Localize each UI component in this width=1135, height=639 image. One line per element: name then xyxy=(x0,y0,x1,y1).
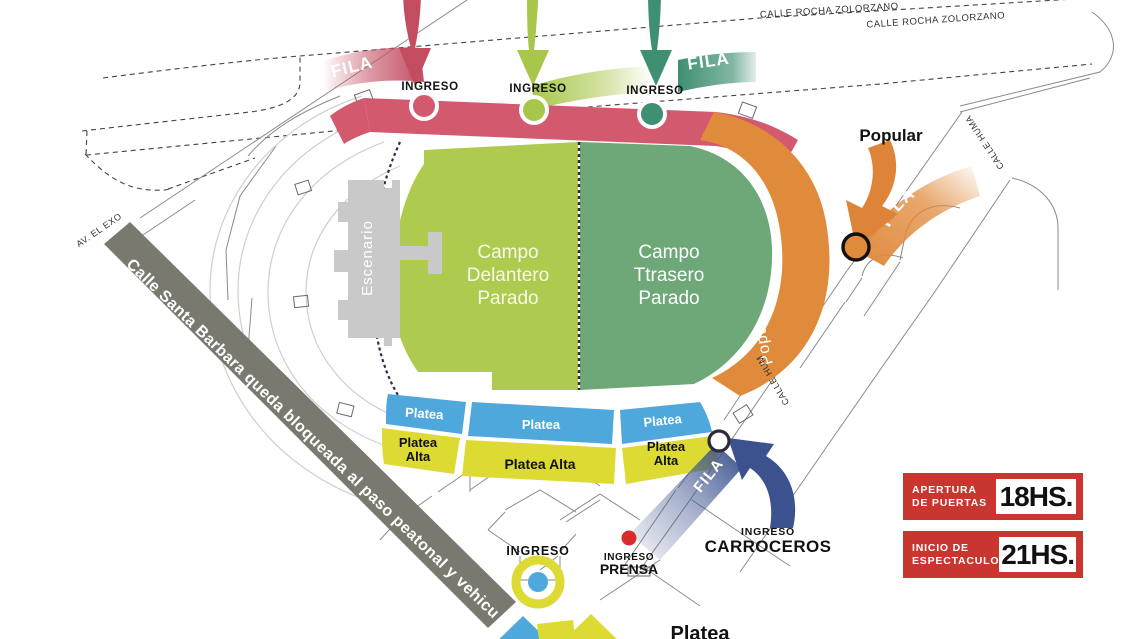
section-platea-right xyxy=(620,402,712,444)
section-campo-delantero-label-2: Delantero xyxy=(467,265,549,286)
prensa-entrance-marker-icon[interactable] xyxy=(621,530,637,546)
section-platea-alta-right-label-1: Platea xyxy=(647,439,686,454)
field-arc-dotted xyxy=(370,141,405,405)
popular-entrance-label: Popular xyxy=(859,126,923,145)
street-label-av-el-exodo: AV. EL EXODO xyxy=(0,0,124,249)
info-box-apertura-label: APERTURA DE PUERTAS xyxy=(903,473,996,520)
carroceros-entrance-label-small: INGRESO xyxy=(741,526,795,538)
section-campo-ttrasero-label-1: Campo xyxy=(638,242,699,263)
fila-banner-red xyxy=(322,47,424,92)
street-outlines xyxy=(81,0,1093,191)
section-platea-left xyxy=(386,394,466,434)
ingreso-3-marker-icon[interactable] xyxy=(637,99,667,129)
ingreso-1-label: INGRESO xyxy=(401,81,458,93)
section-platea-center xyxy=(468,402,614,444)
section-campo-ttrasero-parado xyxy=(580,142,773,390)
carroceros-entrance-label: CARROCEROS xyxy=(705,537,832,556)
bottom-section-yellow-box xyxy=(537,620,576,639)
section-platea-alta-center xyxy=(462,440,616,484)
info-box-inicio-line2: ESPECTACULO xyxy=(912,554,1000,567)
info-box-inicio-de-espectaculo: INICIO DE ESPECTACULO 21HS. xyxy=(903,531,1083,578)
info-box-apertura-de-puertas: APERTURA DE PUERTAS 18HS. xyxy=(903,473,1083,520)
section-platea-left-label: Platea xyxy=(405,405,445,423)
ingreso-1-marker-icon[interactable] xyxy=(409,91,439,121)
bottom-entrance-core-icon[interactable] xyxy=(528,572,548,592)
prensa-entrance-label: PRENSA xyxy=(600,561,658,577)
info-box-apertura-value: 18HS. xyxy=(996,479,1076,514)
section-popular xyxy=(700,112,830,396)
fila-label-green: FILA xyxy=(545,54,589,77)
section-platea-alta-left-label-1: Platea xyxy=(399,435,438,450)
bottom-platea-label: Platea xyxy=(671,623,731,639)
fila-banner-green xyxy=(532,66,652,110)
section-platea-center-label: Platea xyxy=(522,417,561,432)
info-box-inicio-value: 21HS. xyxy=(999,537,1076,572)
bottom-arrow-yellow xyxy=(565,614,617,639)
ingreso-2-label: INGRESO xyxy=(509,83,566,95)
section-campo-delantero-parado xyxy=(392,142,578,390)
section-platea-alta-center-label: Platea Alta xyxy=(504,456,575,472)
street-label-rocha-zolorzano-lower: CALLE ROCHA ZOLORZANO xyxy=(866,10,1005,30)
carroceros-entrance-marker-icon[interactable] xyxy=(707,429,731,453)
fila-banner-teal xyxy=(678,52,756,92)
parking-markers xyxy=(292,88,758,577)
popular-entrance-arrow xyxy=(846,140,898,248)
section-platea-alta-left xyxy=(382,428,460,474)
section-band-top-left xyxy=(330,98,370,144)
popular-entrance-marker-icon[interactable] xyxy=(841,232,871,262)
section-campo-delantero-label-3: Parado xyxy=(477,288,538,309)
bottom-entrance-label: INGRESO xyxy=(506,544,569,558)
ingreso-2-marker-icon[interactable] xyxy=(519,95,549,125)
section-campo-delantero-label-1: Campo xyxy=(477,242,538,263)
street-label-humahuaca-upper: CALLE HUMAHUACA xyxy=(0,0,1006,171)
info-box-apertura-line2: DE PUERTAS xyxy=(912,496,987,509)
section-platea-alta-right-label-2: Alta xyxy=(654,453,679,468)
fila-banner-navy xyxy=(630,444,742,560)
section-platea-alta-left-label-2: Alta xyxy=(406,449,431,464)
section-campo-ttrasero-label-2: Ttrasero xyxy=(634,265,705,286)
bottom-arrow-blue xyxy=(499,616,547,639)
ingreso-3-label: INGRESO xyxy=(626,85,683,97)
street-label-rocha-zolorzano-upper: CALLE ROCHA ZOLORZANO xyxy=(760,1,899,21)
info-box-inicio-line1: INICIO DE xyxy=(912,542,969,554)
fila-banner-orange xyxy=(855,166,980,266)
entrance-arrow-3 xyxy=(640,0,672,86)
info-boxes: APERTURA DE PUERTAS 18HS. INICIO DE ESPE… xyxy=(903,473,1083,578)
section-platea-right-label: Platea xyxy=(643,411,683,430)
info-box-apertura-line1: APERTURA xyxy=(912,484,977,496)
entrance-arrow-1 xyxy=(399,0,431,86)
prensa-entrance-label-small: INGRESO xyxy=(604,552,654,563)
info-box-inicio-label: INICIO DE ESPECTACULO xyxy=(903,531,999,578)
entrance-arrow-2 xyxy=(517,0,549,86)
blocked-street-banner xyxy=(104,222,516,628)
stage-label: Escenario xyxy=(359,220,376,296)
stage-escenario xyxy=(334,180,442,346)
bottom-entrance-ring-icon[interactable] xyxy=(511,555,565,609)
section-campo-ttrasero-label-3: Parado xyxy=(638,288,699,309)
carroceros-entrance-arrow xyxy=(728,438,796,528)
